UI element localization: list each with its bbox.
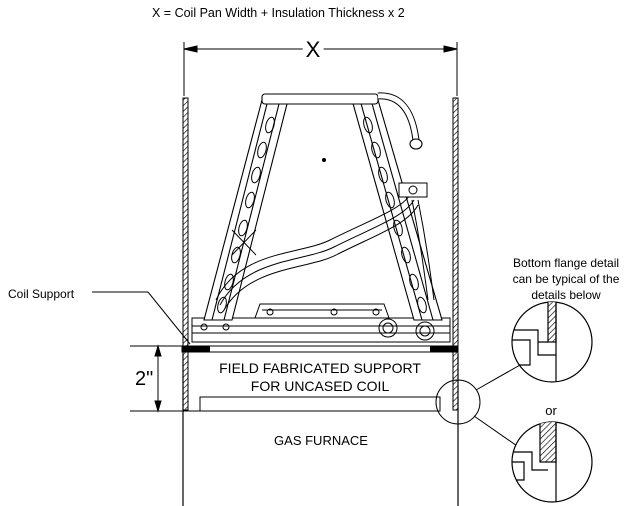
coil-slab-left [203, 99, 289, 321]
two-inch-dimension [130, 344, 200, 413]
height-dimension-label: 2" [135, 368, 154, 390]
detail-note-line3: details below [531, 288, 601, 302]
detail-note-line2: can be typical of the [512, 272, 620, 286]
coil-pan [191, 303, 451, 343]
formula-title: X = Coil Pan Width + Insulation Thicknes… [152, 6, 405, 20]
coil-support-leader [92, 291, 191, 345]
gas-furnace-label: GAS FURNACE [274, 433, 368, 448]
coil-support-label: Coil Support [8, 287, 75, 301]
distributor-tubes [215, 182, 435, 311]
detail-separator: or [545, 403, 557, 418]
detail-callout [435, 364, 521, 449]
detail-note-line1: Bottom flange detail [512, 256, 620, 270]
cabinet-walls [182, 97, 459, 411]
field-support [181, 345, 459, 353]
coil-headers [261, 92, 423, 163]
coil-slab-right [351, 99, 443, 321]
flange-detail-2 [511, 421, 593, 503]
field-support-label-line2: FOR UNCASED COIL [250, 378, 390, 394]
field-support-label-line1: FIELD FABRICATED SUPPORT [219, 360, 421, 376]
gas-furnace-outline [182, 354, 459, 506]
flange-detail-1 [511, 301, 593, 383]
x-dimension-label: X [302, 39, 324, 61]
